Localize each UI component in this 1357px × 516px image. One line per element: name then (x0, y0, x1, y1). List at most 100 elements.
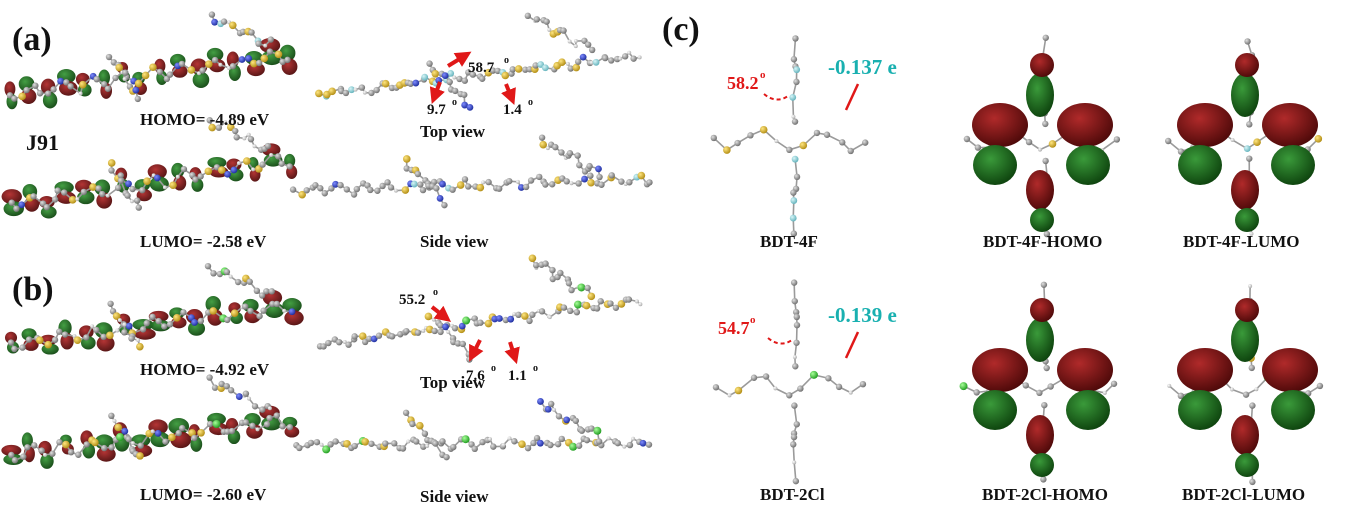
panel-b-homo-atom (115, 328, 120, 333)
panel-b-top-view-atom (403, 327, 410, 335)
panel-b-top-view-atom (320, 343, 327, 350)
bdt2cl-homo-lobe (1066, 390, 1110, 430)
panel-a-lumo-atom (230, 166, 238, 174)
bdt2cl-bottom-thiophene-atom (793, 421, 800, 428)
svg-text:1.1: 1.1 (508, 368, 527, 384)
panel-b-homo-sidechain-atom (112, 312, 121, 320)
panel-b-angle-main: 55.2 o (399, 287, 438, 308)
panel-a-side-view-atom (337, 181, 344, 189)
bdt4f-lumo-lobe (1262, 103, 1318, 147)
panel-b-homo-atom (173, 314, 181, 322)
panel-b-angle-right: 1.1 o (508, 363, 538, 384)
panel-b-lumo-sidechain-atom (267, 406, 272, 411)
panel-a-lumo-atom (197, 173, 204, 180)
bdt2cl-angle-label: 54.7 (718, 318, 750, 338)
panel-a-lumo-sidechain-atom (206, 117, 213, 124)
panel-a-lumo-lobe (171, 162, 185, 179)
panel-b-side-view-atom (626, 441, 634, 449)
panel-b-homo-atom (100, 333, 107, 341)
panel-b-top-view-atom (345, 341, 352, 348)
panel-b-side-view-sidechain-atom (547, 400, 555, 408)
bdt2cl-charge-pointer (844, 331, 860, 359)
panel-a-lumo-atom (274, 153, 282, 160)
panel-b-side-view-atom (575, 442, 583, 449)
panel-a-top-view-sidechain-atom (573, 39, 578, 44)
panel-a-side-view-atom (439, 180, 446, 188)
bdt4f-homo-core-atom (1038, 147, 1043, 152)
panel-b-torsion-arrow-left (469, 339, 484, 362)
panel-b-side-view-atom (327, 441, 334, 448)
panel-a-torsion-arrow-right (501, 83, 516, 105)
panel-b-lumo-sidechain-atom (211, 384, 219, 391)
panel-a-homo-atom (238, 56, 246, 63)
panel-a-lumo-sidechain-atom (117, 172, 124, 179)
panel-b-lumo-atom (162, 438, 169, 445)
panel-b-side-view-atom (536, 439, 544, 447)
panel-b-homo-sidechain-atom (210, 270, 217, 277)
bdt4f-core-atom (813, 129, 821, 137)
bdt4f-lumo-core-atom (1230, 138, 1235, 143)
panel-b-side-view-atom (558, 435, 565, 443)
panel-a-side-view-atom (476, 183, 485, 192)
panel-b-lumo-lobe (21, 432, 33, 449)
bdt2cl-homo-lobe (1057, 348, 1113, 392)
panel-b-homo-lobe (96, 335, 115, 352)
panel-b-homo-lobe (117, 313, 131, 326)
panel-b-side-view-atom (461, 435, 470, 444)
panel-b-lumo-atom (168, 433, 176, 442)
panel-a-orbital-layer (1, 37, 304, 469)
panel-a-homo-atom (255, 59, 263, 67)
bdt2cl-lumo-lobe (1178, 390, 1222, 430)
panel-b-lumo-sidechain-atom (206, 374, 213, 381)
panel-a-top-view-atom (435, 76, 443, 84)
panel-a-homo-atom (134, 79, 143, 88)
panel-b-side-view-sidechain-atom (593, 426, 602, 435)
panel-b-homo-atom (191, 319, 198, 326)
panel-a-side-view-atom (464, 183, 472, 190)
panel-b-top-view-sidechain-atom (532, 262, 540, 269)
panel-b-lumo-atom (83, 441, 90, 448)
panel-a-top-view-atom (565, 61, 570, 66)
panel-a-homo-atom (78, 80, 87, 89)
panel-a-side-view-sidechain-atom (433, 185, 440, 192)
bdt4f-lumo-lobe (1271, 145, 1315, 185)
panel-b-homo-sidechain-atom (228, 274, 233, 279)
panel-a-top-view-atom (509, 66, 516, 73)
panel-a-top-view-atom (589, 60, 594, 65)
panel-a-homo-sidechain-atom (122, 76, 127, 81)
panel-b-lumo-atom (75, 451, 82, 458)
panel-b-lumo-atom (67, 448, 75, 456)
panel-a-lumo-atom (18, 201, 26, 209)
bdt2cl-homo-core-atom (973, 389, 980, 396)
panel-a-lumo-atom (162, 185, 167, 190)
panel-b-side-view-atom (406, 439, 411, 444)
panel-a-side-view-sidechain-atom (595, 165, 602, 173)
panel-a-side-view-sidechain-atom (566, 150, 574, 157)
panel-a-lumo-sidechain-atom (117, 177, 125, 184)
bdt2cl-core-atom (859, 380, 867, 388)
panel-b-side-view-atom (399, 445, 407, 452)
panel-b-lumo-lobe (1, 444, 22, 456)
panel-b-homo-atom (256, 312, 263, 320)
panel-a-lumo-atom (51, 196, 59, 203)
bdt2cl-core-atom (797, 385, 804, 392)
panel-a-lumo-sidechain-atom (208, 123, 216, 132)
panel-b-top-view-sidechain-atom (446, 330, 451, 335)
panel-a-lumo-atom (242, 157, 251, 165)
panel-b-homo-atom (180, 309, 187, 316)
panel-b-torsion-arrow-main (430, 305, 452, 322)
panel-a-homo-label: HOMO= -4.89 eV (140, 110, 270, 129)
bdt4f-charge-pointer (844, 83, 860, 111)
panel-b-top-view-atom (634, 299, 639, 304)
bdt4f-core-atom (839, 139, 846, 146)
panel-a-homo-sidechain-atom (220, 18, 228, 25)
panel-a-homo-atom (156, 68, 164, 76)
panel-a-lumo-atom (169, 181, 177, 190)
panel-b-side-view-atom (439, 438, 446, 445)
panel-b: (b) HOMO= -4.92 eV LUMO= -2.60 eV Top vi… (12, 271, 538, 506)
panel-b-side-view-atom (487, 437, 492, 442)
panel-a-homo-lobe (259, 37, 281, 53)
bdt2cl-top-thiophene-atom (791, 297, 798, 305)
bdt2cl-homo-lobe (1030, 298, 1054, 322)
panel-b-lumo-atom (286, 423, 294, 431)
